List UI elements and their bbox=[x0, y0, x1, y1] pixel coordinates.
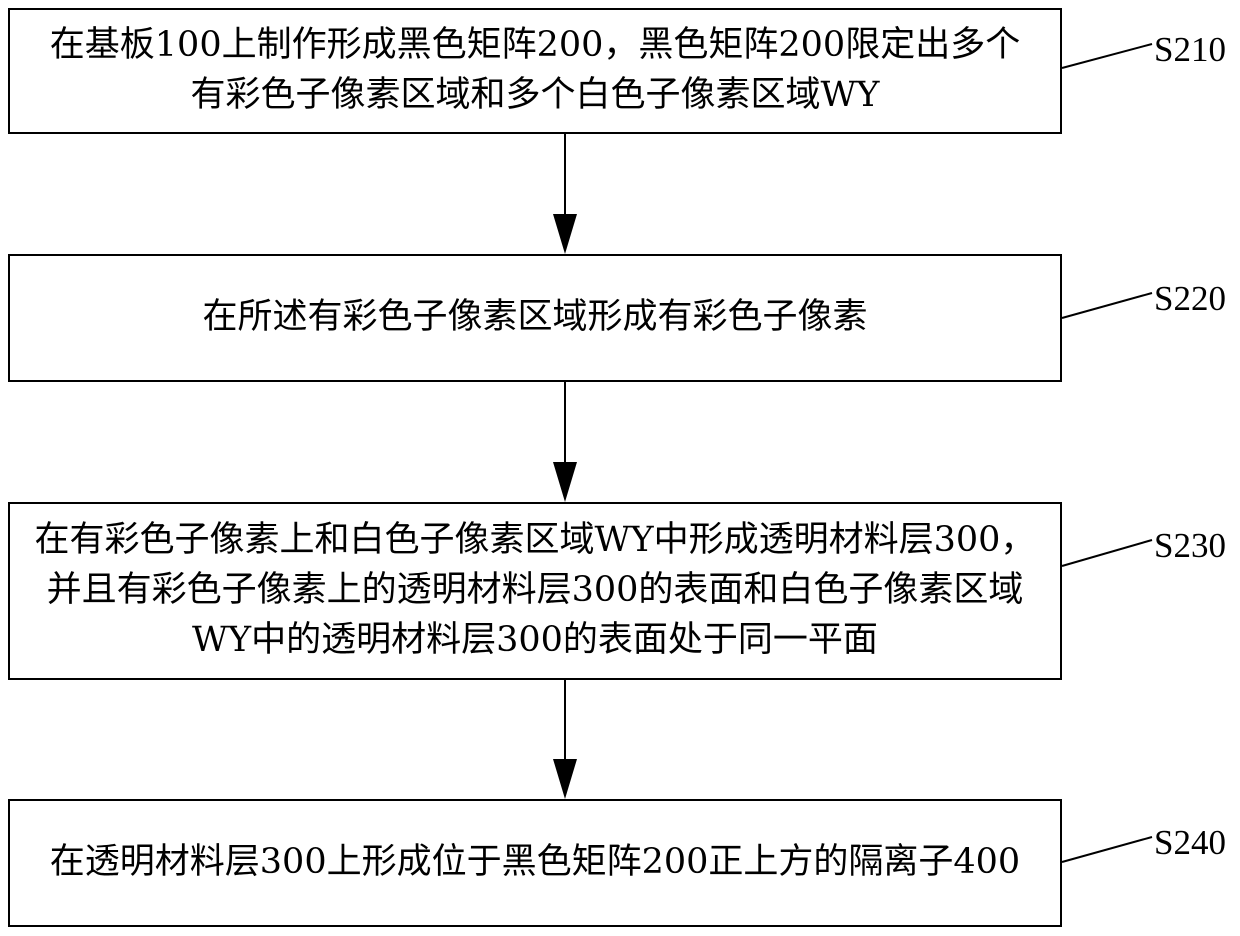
leader-line-s230 bbox=[1062, 540, 1152, 566]
arrow-s210-to-s220 bbox=[553, 134, 577, 254]
leader-line-s220 bbox=[1062, 293, 1152, 318]
leader-line-s210 bbox=[1062, 44, 1152, 68]
arrow-s220-to-s230 bbox=[553, 382, 577, 502]
leader-line-s240 bbox=[1062, 837, 1152, 862]
arrow-s230-to-s240 bbox=[553, 680, 577, 799]
